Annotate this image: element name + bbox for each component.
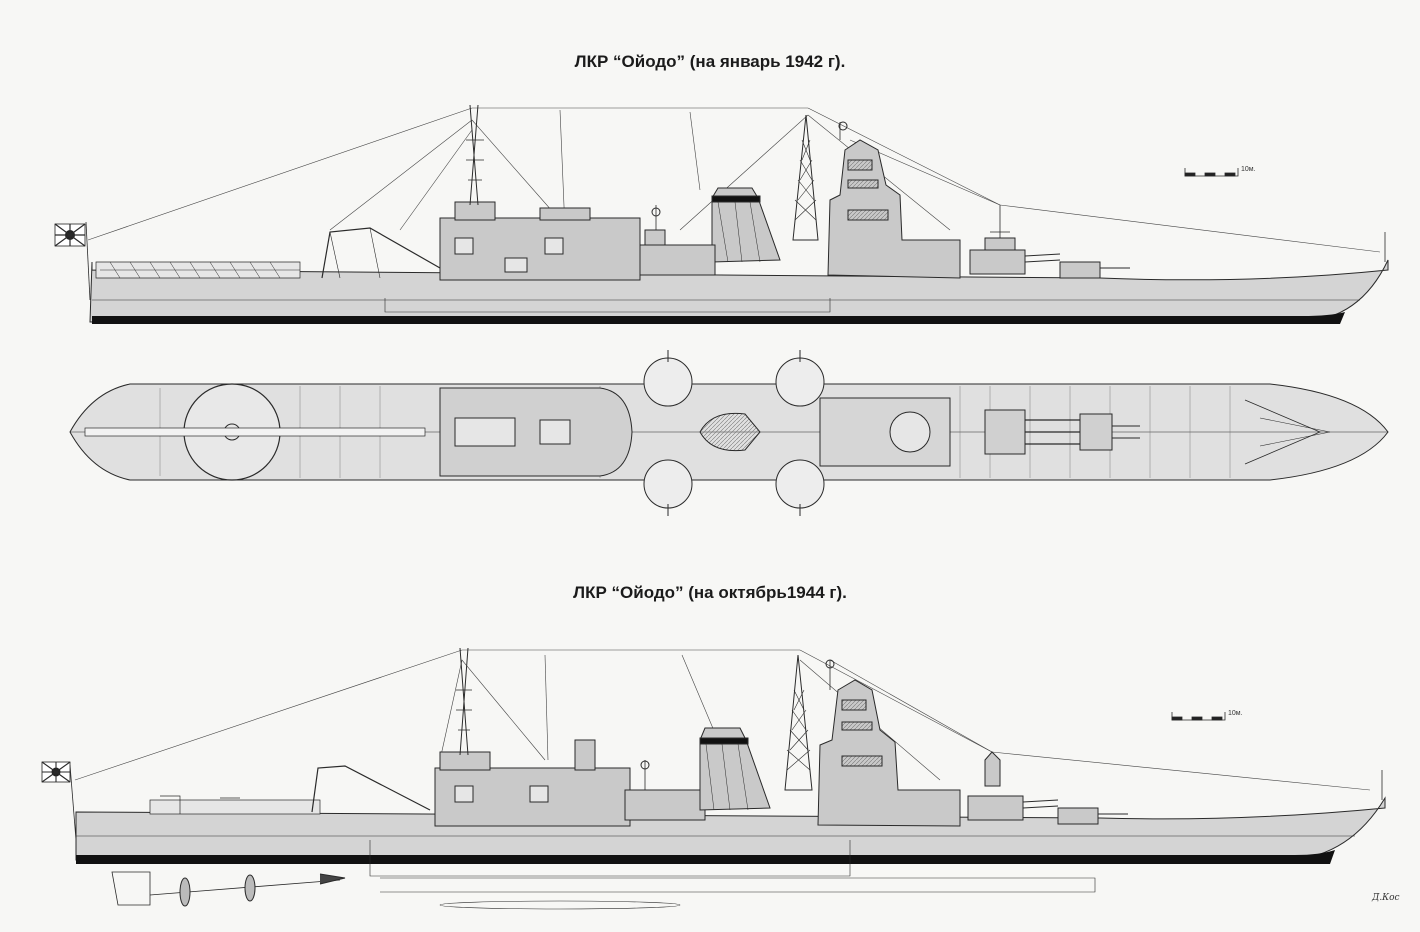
funnel-top [699, 412, 761, 452]
foremast-1942 [792, 114, 819, 241]
lower-drawing-title: ЛКР “Ойодо” (на октябрь1944 г). [573, 583, 847, 602]
rising-sun-ensign-icon [41, 761, 71, 783]
forward-turret-a-1942 [969, 249, 1026, 275]
forward-turret-a-plan [984, 409, 1026, 455]
rigging-wires-1944 [74, 649, 1371, 791]
rudder-icon [111, 871, 151, 906]
rising-sun-ensign-icon [54, 223, 86, 247]
scale-bar-1942 [1184, 168, 1239, 177]
forward-turret-b-1942 [1059, 261, 1101, 279]
scale-label-upper: 10м. [1241, 166, 1256, 173]
forward-turret-a-1944 [967, 795, 1024, 821]
main-mast-1944 [456, 647, 472, 756]
boot-topping-1944 [76, 850, 1335, 864]
scale-label-lower: 10м. [1228, 710, 1243, 717]
boot-topping-1942 [92, 312, 1345, 324]
hangar-roof [439, 387, 633, 477]
bridge-tower-1942 [827, 139, 961, 279]
hangar-block-1942 [439, 217, 641, 281]
forward-turret-b-plan [1079, 413, 1113, 451]
crane-1942 [321, 227, 441, 279]
forward-turret-b-1944 [1057, 807, 1099, 825]
propeller-icon [179, 874, 256, 907]
bridge-tower-1944 [817, 679, 961, 827]
upper-drawing-title: ЛКР “Ойодо” (на январь 1942 г). [574, 52, 846, 71]
scale-bar-1944 [1171, 712, 1226, 721]
draughtsman-signature: Д.Кос [1372, 893, 1400, 903]
plan-view-deck [69, 350, 1389, 516]
profile-1942 [54, 104, 1389, 324]
aa-gun-tubs [643, 350, 825, 516]
profile-1944 [41, 647, 1386, 910]
foremast-1944 [784, 654, 813, 791]
main-mast-1942 [466, 104, 484, 206]
crane-1944 [311, 765, 431, 813]
